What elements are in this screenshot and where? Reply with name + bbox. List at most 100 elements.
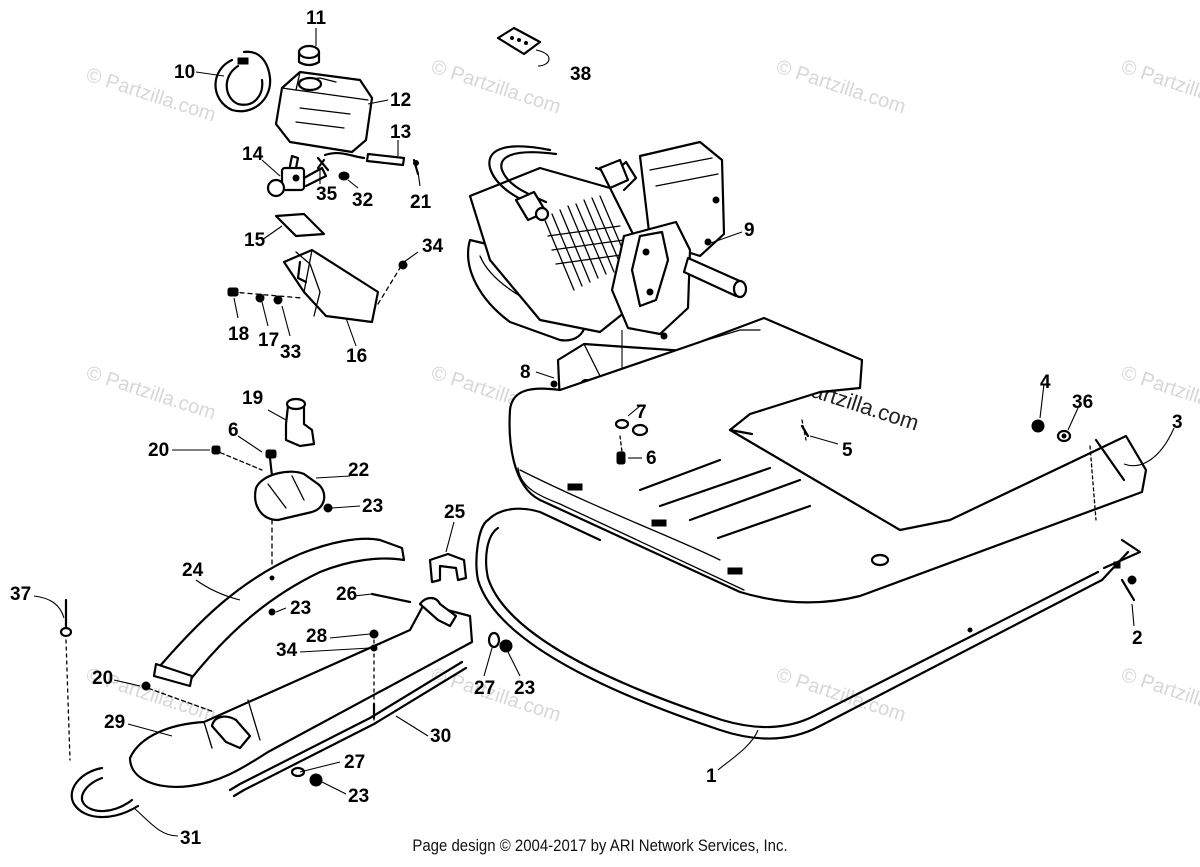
ski-loop: [70, 766, 140, 819]
runner-outer: [475, 518, 1130, 740]
callout-10: 10: [174, 62, 195, 83]
callout-29: 29: [104, 712, 125, 733]
ski-saddle-rear: [418, 596, 458, 628]
bolt: [268, 456, 274, 478]
callout-23c: 23: [514, 678, 535, 699]
callout-20b: 20: [92, 668, 113, 689]
fuel-tank-assembly: [214, 44, 420, 198]
callout-7: 7: [636, 402, 647, 423]
callout-31: 31: [180, 828, 202, 849]
callouts: 1 2 3 4 5 6 6 7 8 9 10 11 12 13 14 15 16…: [10, 8, 1183, 849]
callout-1: 1: [706, 766, 717, 787]
callout-16: 16: [346, 346, 367, 367]
callout-30: 30: [430, 726, 451, 747]
callout-27: 27: [474, 678, 495, 699]
watermark: © Partzilla.com: [428, 664, 563, 727]
clutch-cover: [630, 230, 670, 308]
screw: [800, 424, 810, 438]
cooling-fins: [543, 195, 629, 291]
callout-9: 9: [744, 220, 755, 241]
callout-26: 26: [336, 584, 357, 605]
fuel-tank: [274, 70, 374, 154]
callout-6: 6: [646, 448, 657, 469]
callout-6b: 6: [228, 420, 239, 441]
mount-plate: [282, 248, 380, 324]
callout-19: 19: [242, 388, 263, 409]
callout-4: 4: [1040, 372, 1051, 393]
ski-saddle: [210, 715, 252, 750]
callout-12: 12: [390, 90, 411, 111]
fuel-line: [365, 152, 406, 167]
screw: [616, 451, 626, 465]
watermark: © Partzilla.com: [1118, 362, 1200, 425]
hull-deck: [508, 316, 1148, 604]
wear-bar: [228, 660, 464, 792]
pan-hull: [508, 316, 1148, 604]
carburetor: [598, 158, 630, 190]
hull-seam: [519, 469, 721, 561]
watermark: © Partzilla.com: [83, 64, 218, 127]
runner-frame: [475, 507, 1142, 740]
deck-slots: [638, 458, 812, 540]
spindle-bracket: [254, 470, 326, 522]
hull-rim: [728, 428, 1126, 482]
callout-11: 11: [306, 8, 327, 29]
callout-36: 36: [1072, 392, 1093, 413]
callout-23d: 23: [348, 786, 369, 807]
tank-cap: [297, 44, 321, 60]
callout-23: 23: [362, 496, 383, 517]
callout-22: 22: [348, 460, 369, 481]
spring-bushing: [428, 552, 468, 584]
mount-plate-assembly: [227, 212, 408, 324]
callout-37: 37: [10, 584, 31, 605]
callout-23b: 23: [290, 598, 311, 619]
callout-18: 18: [228, 324, 249, 345]
hinge: [727, 567, 743, 575]
tank-strap-inner: [225, 64, 264, 106]
drain-hole: [870, 553, 890, 567]
leaf-spring: [158, 537, 406, 682]
callout-25: 25: [444, 502, 466, 523]
watermark: © Partzilla.com: [773, 56, 908, 119]
runner-inner: [485, 526, 1100, 729]
grommet: [631, 423, 649, 437]
steering-post: [284, 400, 316, 448]
washer: [614, 418, 630, 430]
callout-34b: 34: [276, 640, 298, 661]
fuel-fitting: [316, 156, 330, 172]
watermark: © Partzilla.com: [1118, 664, 1200, 727]
callout-20: 20: [148, 440, 169, 461]
hull-side-line: [517, 467, 745, 591]
nut: [1031, 419, 1045, 433]
runner-top: [486, 507, 602, 542]
runner-rail: [1102, 538, 1142, 570]
callout-27b: 27: [344, 752, 365, 773]
grommet: [338, 171, 350, 181]
ski-assembly: [59, 397, 513, 819]
rail-bolt: [1113, 561, 1121, 569]
callout-14: 14: [242, 144, 264, 165]
callout-24: 24: [182, 560, 204, 581]
pad: [274, 212, 326, 238]
bolt: [1120, 578, 1136, 602]
callout-2: 2: [1132, 628, 1143, 649]
decal: [496, 26, 542, 56]
watermark: © Partzilla.com: [773, 664, 908, 727]
callout-17: 17: [258, 330, 279, 351]
hinge: [651, 519, 667, 527]
callout-8: 8: [520, 362, 531, 383]
callout-32: 32: [352, 190, 373, 211]
callout-35: 35: [316, 184, 338, 205]
callout-5: 5: [842, 440, 853, 461]
callout-13: 13: [390, 122, 411, 143]
callout-33: 33: [280, 342, 301, 363]
watermark: © Partzilla.com: [83, 362, 218, 425]
ski-body: [128, 602, 474, 788]
callout-38: 38: [570, 64, 591, 85]
callout-3: 3: [1172, 412, 1183, 433]
watermark: © Partzilla.com: [1118, 56, 1200, 119]
copyright-footer: Page design © 2004-2017 by ARI Network S…: [412, 836, 788, 855]
callout-15: 15: [244, 230, 266, 251]
callout-34: 34: [422, 236, 444, 257]
